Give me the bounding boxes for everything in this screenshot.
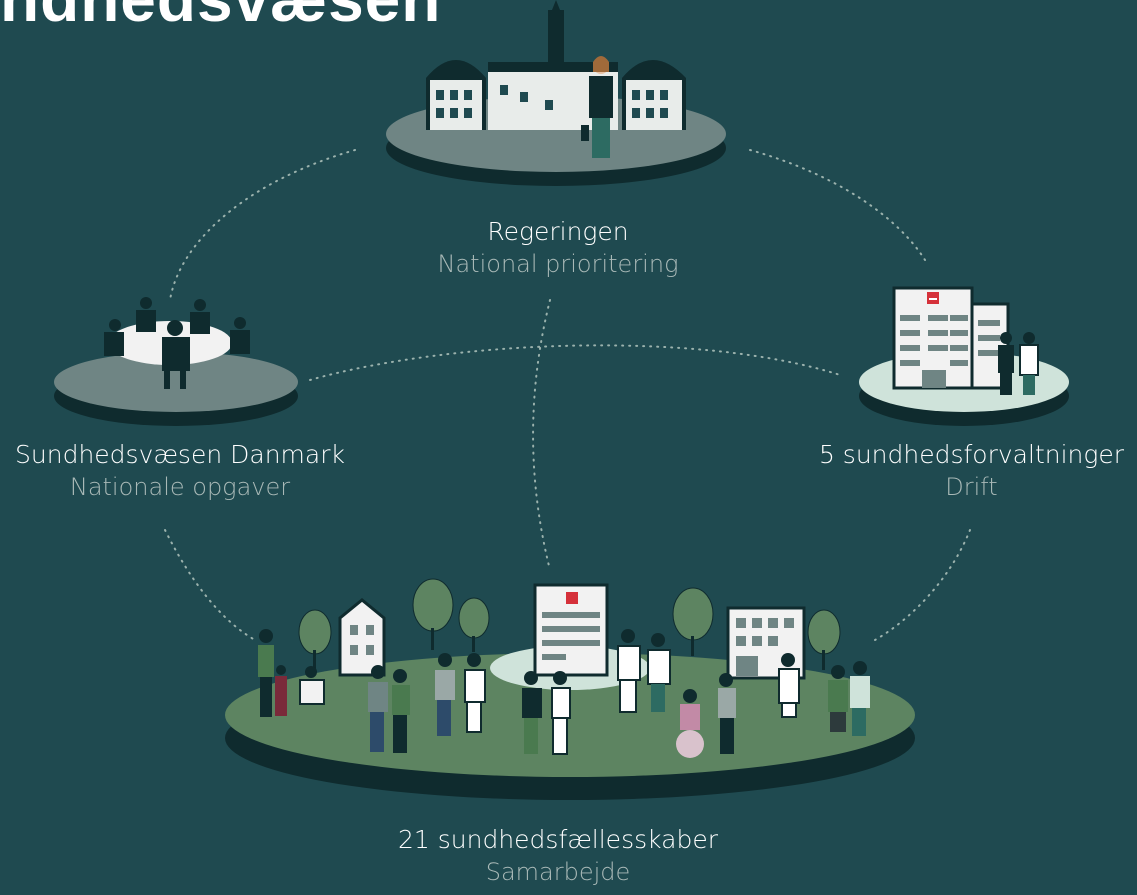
government-label: Regeringen National prioritering bbox=[400, 217, 716, 278]
government-role: National prioritering bbox=[437, 250, 679, 278]
national-label: Sundhedsvæsen Danmark Nationale opgaver bbox=[0, 440, 360, 501]
national-name: Sundhedsvæsen Danmark bbox=[15, 440, 345, 469]
community-village-icon bbox=[225, 578, 915, 800]
national-role: Nationale opgaver bbox=[69, 473, 291, 501]
dotted-connections bbox=[164, 149, 971, 641]
communities-name: 21 sundhedsfællesskaber bbox=[397, 825, 719, 854]
parliament-building-icon bbox=[386, 0, 726, 186]
meeting-table-icon bbox=[54, 297, 298, 426]
communities-role: Samarbejde bbox=[485, 858, 631, 886]
government-name: Regeringen bbox=[487, 217, 629, 246]
administrations-role: Drift bbox=[945, 473, 998, 501]
hospital-icon bbox=[859, 286, 1069, 426]
communities-label: 21 sundhedsfællesskaber Samarbejde bbox=[380, 825, 736, 886]
administrations-name: 5 sundhedsforvaltninger bbox=[818, 440, 1125, 469]
page-title: ndhedsvæsen bbox=[0, 0, 441, 36]
administrations-label: 5 sundhedsforvaltninger Drift bbox=[806, 440, 1137, 501]
